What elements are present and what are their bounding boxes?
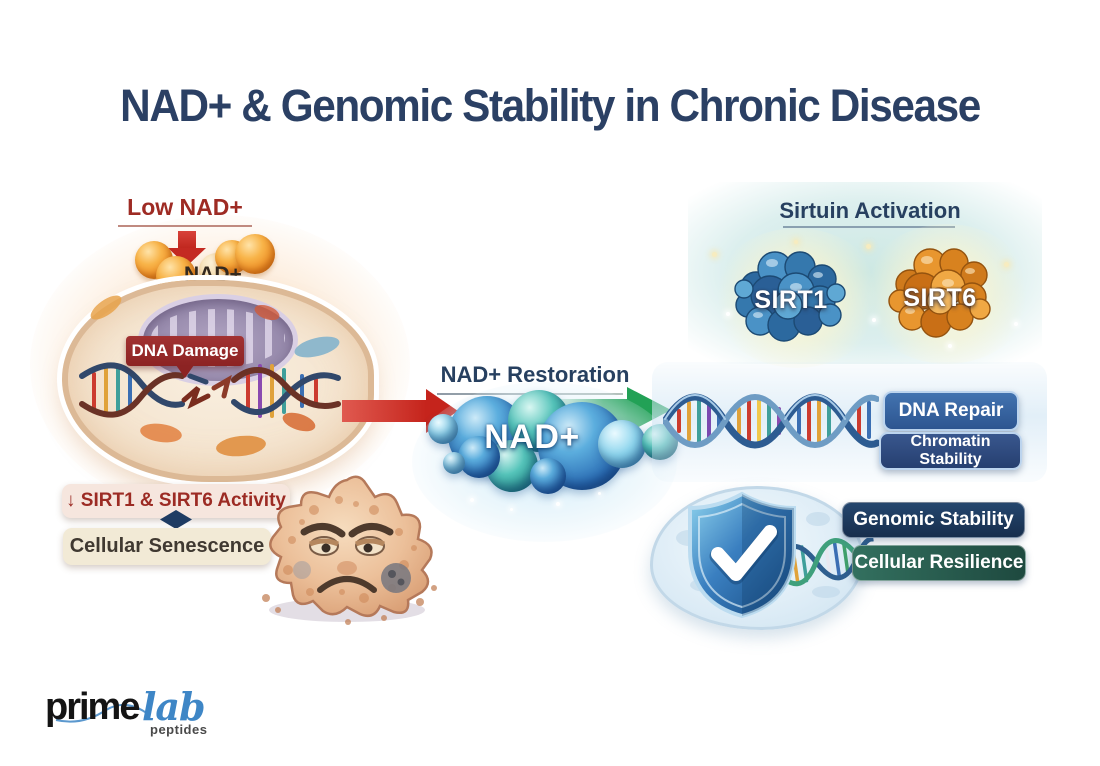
sirt6-label: SIRT6 bbox=[903, 284, 977, 312]
nad-molecule-icon bbox=[235, 234, 275, 274]
chromatin-stability-button: Chromatin Stability bbox=[879, 432, 1022, 470]
sparkle-icon bbox=[872, 318, 876, 322]
dna-damage-badge-pointer bbox=[176, 365, 194, 378]
sirtuin-heading: Sirtuin Activation bbox=[779, 198, 961, 223]
sparkle-icon bbox=[948, 344, 952, 348]
dna-repair-button: DNA Repair bbox=[883, 391, 1019, 431]
sparkle-icon bbox=[866, 244, 871, 249]
nad-bubble-label: NAD+ bbox=[484, 418, 580, 456]
sparkle-icon bbox=[556, 502, 560, 506]
sirt1-protein-icon bbox=[734, 251, 846, 342]
logo-prime-text: prime bbox=[45, 686, 140, 728]
sparkle-icon bbox=[726, 312, 730, 316]
down-arrow-icon bbox=[178, 231, 196, 248]
sparkle-icon bbox=[712, 252, 717, 257]
nad-bubble bbox=[443, 452, 465, 474]
logo-flourish-icon bbox=[55, 703, 149, 723]
sparkle-icon bbox=[1004, 262, 1009, 267]
sparkle-icon bbox=[510, 508, 513, 511]
senescent-cell-icon bbox=[262, 475, 437, 625]
cellular-senescence-pill: Cellular Senescence bbox=[63, 528, 271, 565]
red-right-arrow-icon bbox=[342, 400, 426, 422]
sparkle-icon bbox=[794, 240, 798, 244]
diamond-connector-icon bbox=[160, 510, 192, 529]
sparkle-icon bbox=[470, 498, 474, 502]
nad-bubble bbox=[530, 458, 566, 494]
page-title: NAD+ & Genomic Stability in Chronic Dise… bbox=[120, 80, 981, 131]
sparkle-icon bbox=[598, 492, 601, 495]
sparkle-icon bbox=[1014, 322, 1018, 326]
sirtuin-underline bbox=[783, 226, 955, 228]
low-nad-heading: Low NAD+ bbox=[127, 194, 243, 220]
dna-damage-badge: DNA Damage bbox=[126, 336, 244, 366]
shield-check-icon bbox=[688, 491, 796, 619]
genomic-stability-button: Genomic Stability bbox=[842, 502, 1025, 538]
cellular-resilience-button: Cellular Resilience bbox=[852, 545, 1026, 581]
low-nad-underline bbox=[118, 225, 252, 227]
broken-dna-icon bbox=[79, 362, 341, 418]
organelle bbox=[812, 586, 840, 598]
healthy-dna-icon bbox=[663, 393, 879, 449]
sirt6-protein-icon bbox=[888, 248, 991, 338]
logo-lab-text: lab bbox=[142, 684, 206, 729]
sirt1-label: SIRT1 bbox=[754, 286, 828, 314]
nad-bubble bbox=[428, 414, 458, 444]
organelle bbox=[806, 512, 830, 526]
nad-bubble bbox=[598, 420, 646, 468]
nad-bubble bbox=[458, 436, 500, 478]
logo-peptides-text: peptides bbox=[150, 722, 208, 737]
